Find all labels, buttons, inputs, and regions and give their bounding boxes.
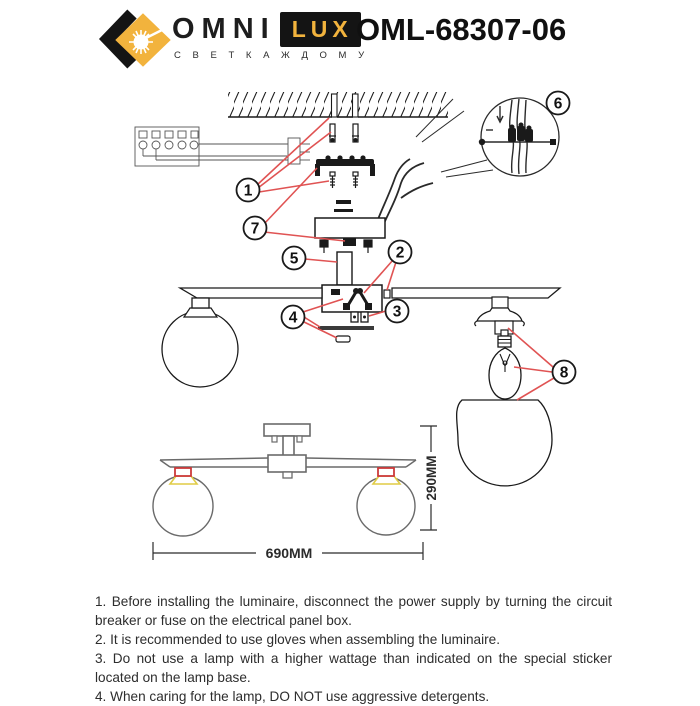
arm-peg [383, 289, 391, 299]
svg-text:3: 3 [393, 304, 402, 321]
instruction-item-4: 4. When caring for the lamp, DO NOT use … [95, 689, 490, 705]
callout-5: 5 [281, 245, 307, 271]
stem [336, 251, 353, 286]
callout-1: 1 [235, 177, 261, 203]
right-arm [383, 287, 562, 487]
callout-7: 7 [242, 215, 268, 241]
detail-pointer [415, 98, 494, 178]
supply-wires [373, 158, 434, 233]
candle-bulb [488, 329, 522, 400]
dimension-height: 290MM [420, 425, 439, 531]
assembled-fixture [152, 423, 417, 537]
instruction-item-2: 2. It is recommended to use gloves when … [95, 632, 500, 648]
terminal-block-diagram [134, 126, 310, 167]
brand-name-omni: OMNI [172, 13, 276, 45]
callouts: 1 7 5 2 4 3 6 8 [235, 90, 577, 385]
assembly-diagram: 1 7 5 2 4 3 6 8 [134, 90, 577, 561]
cover-strip [318, 326, 374, 330]
callout-2: 2 [387, 239, 413, 265]
socket-cup [474, 296, 525, 335]
brand-tagline: С В Е Т К А Ж Д О М У [174, 50, 369, 61]
brand-name-lux: LUX [279, 12, 361, 47]
mounting-screws [329, 171, 359, 188]
ceiling [228, 92, 448, 118]
left-arm [161, 287, 323, 388]
left-globe [161, 310, 239, 388]
right-globe [455, 399, 553, 487]
wire-detail-bubble [478, 97, 560, 177]
assembled-left-globe [152, 475, 214, 537]
mounting-bracket [315, 155, 375, 176]
instruction-list: 1. Before installing the luminaire, disc… [95, 592, 612, 706]
svg-text:7: 7 [251, 221, 260, 238]
wall-anchors [329, 123, 359, 143]
svg-text:8: 8 [560, 365, 569, 382]
svg-text:4: 4 [289, 310, 298, 327]
callout-leader-lines [256, 117, 555, 401]
callout-6: 6 [545, 90, 571, 116]
instruction-item-1: 1. Before installing the luminaire, disc… [95, 594, 612, 629]
instruction-item-3: 3. Do not use a lamp with a higher watta… [95, 651, 612, 686]
dimension-width: 690MM [152, 542, 424, 561]
width-dimension-label: 690MM [266, 545, 313, 561]
assembled-right-globe [356, 476, 416, 536]
svg-text:2: 2 [396, 245, 405, 262]
clip [335, 335, 351, 343]
svg-text:6: 6 [554, 96, 563, 113]
height-dimension-label: 290MM [424, 455, 439, 500]
set-screws [334, 200, 353, 212]
svg-text:5: 5 [290, 251, 299, 268]
fixing-nuts [350, 311, 369, 323]
omnilux-logo-icon [98, 9, 171, 69]
callout-3: 3 [384, 298, 410, 324]
canopy-plate [314, 217, 386, 253]
model-number: OML-68307-06 [356, 12, 567, 47]
callout-8: 8 [551, 359, 577, 385]
svg-text:1: 1 [244, 183, 253, 200]
callout-4: 4 [280, 304, 306, 330]
